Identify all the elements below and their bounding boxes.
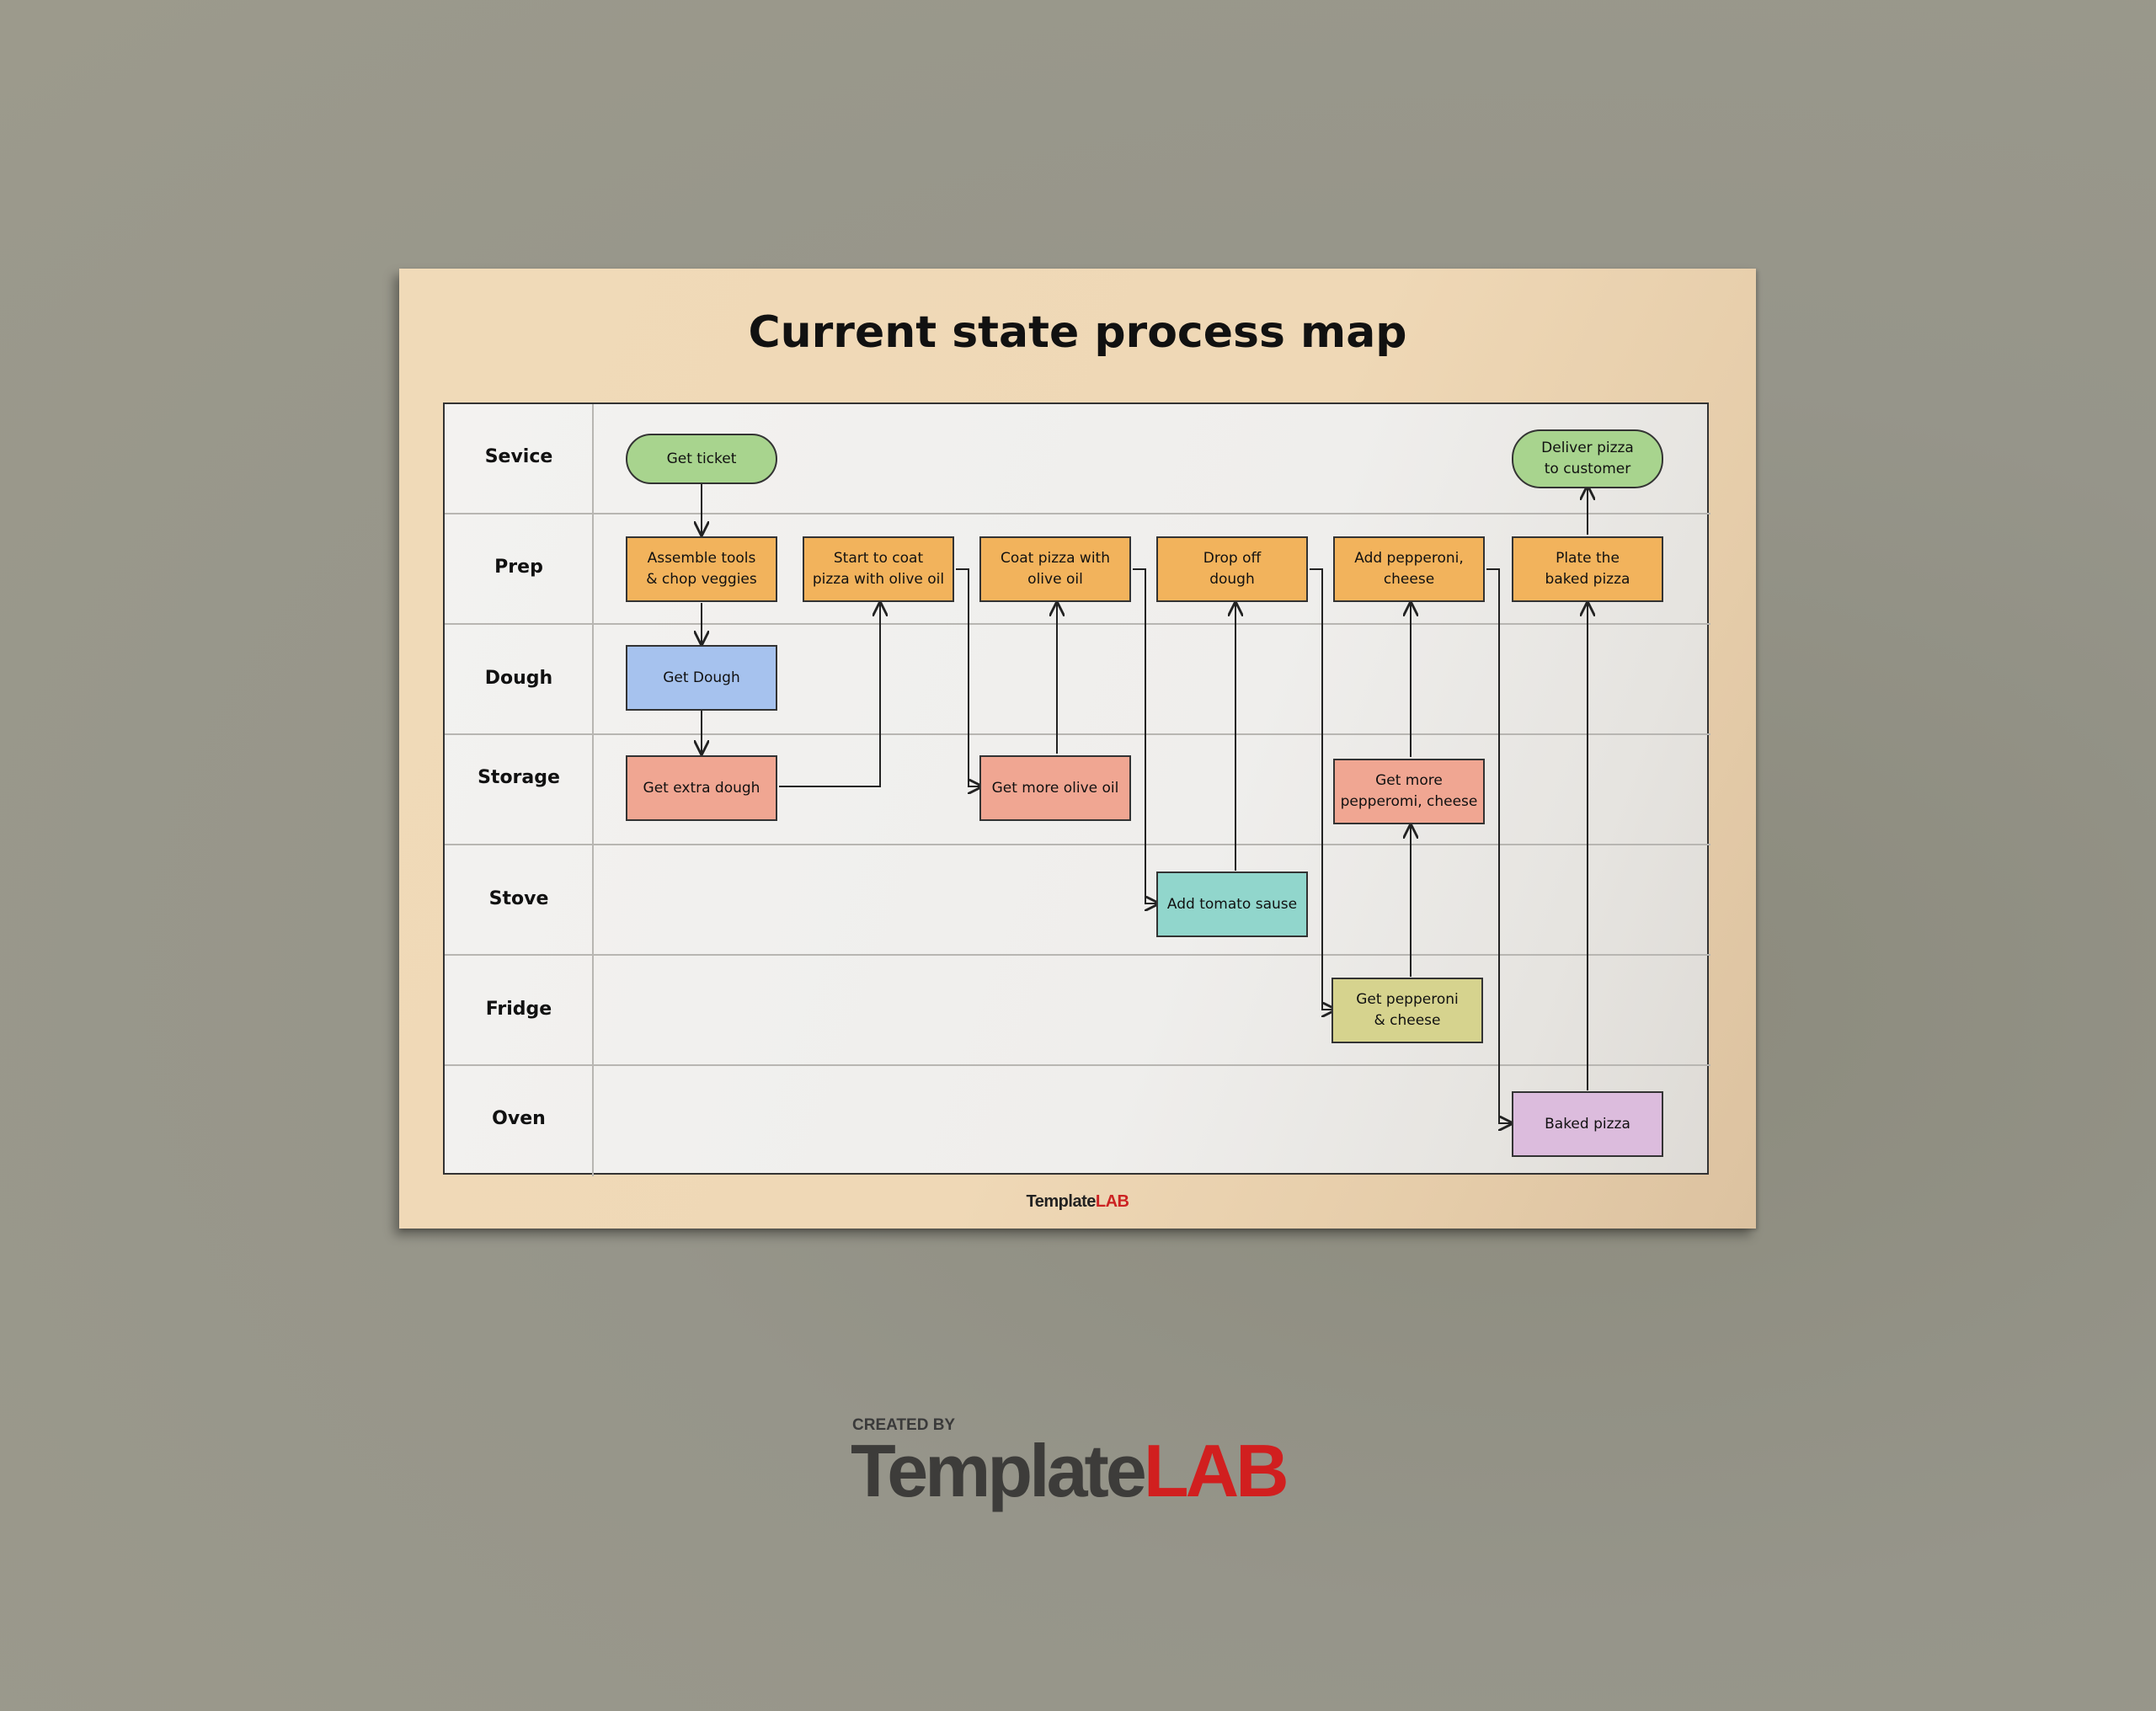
connector-start-coat-to-olive-oil [956,568,981,786]
logo-wordmark-main: Template [851,1429,1147,1512]
diagram-lines [445,404,1710,1176]
connector-add-to-oven [1486,568,1512,1123]
swimlane-diagram: Sevice Prep Dough Storage Stove Fridge O… [443,402,1710,1176]
logo-created-by: CREATED BY [852,1416,956,1434]
node-coat-pizza: Coat pizza with olive oil [979,536,1131,602]
node-assemble-tools: Assemble tools & chop veggies [626,536,777,602]
node-get-more-olive-oil: Get more olive oil [979,755,1131,821]
node-add-pepperoni: Add pepperoni, cheese [1333,536,1485,602]
page-title: Current state process map [748,307,1407,358]
lane-dividers [445,513,1710,1066]
node-baked-pizza: Baked pizza [1512,1091,1663,1157]
connector-extra-to-start-coat [779,603,880,787]
lane-label-oven: Oven [492,1108,546,1129]
node-drop-off-dough: Drop off dough [1156,536,1308,602]
connector-coat-to-tomato [1133,568,1158,903]
node-deliver-pizza: Deliver pizza to customer [1512,429,1663,488]
lane-label-fridge: Fridge [485,999,552,1020]
node-get-ticket: Get ticket [626,434,777,484]
logo-wordmark: TemplateLAB [851,1428,1289,1514]
footer-brand-accent: LAB [1095,1192,1129,1211]
connector-drop-off-to-fridge [1310,568,1335,1010]
templatelab-logo: CREATED BY TemplateLAB [851,1416,1322,1517]
lane-label-prep: Prep [494,557,543,578]
node-get-dough: Get Dough [626,645,777,711]
node-get-pepperoni-cheese: Get pepperoni & cheese [1331,978,1483,1043]
footer-brand-main: Template [1026,1192,1097,1211]
lane-label-storage: Storage [478,767,560,788]
lane-label-service: Sevice [484,446,553,467]
lane-label-dough: Dough [484,668,553,689]
logo-wordmark-accent: LAB [1143,1429,1289,1512]
node-add-tomato-sause: Add tomato sause [1156,871,1308,937]
node-plate-pizza: Plate the baked pizza [1512,536,1663,602]
process-map-sheet: Current state process map [399,269,1756,1229]
node-get-extra-dough: Get extra dough [626,755,777,821]
lane-label-stove: Stove [488,888,549,909]
node-start-to-coat: Start to coat pizza with olive oil [803,536,954,602]
footer-brand-logo: TemplateLAB [399,1192,1756,1212]
node-get-more-pepperoni: Get more pepperomi, cheese [1333,759,1485,824]
